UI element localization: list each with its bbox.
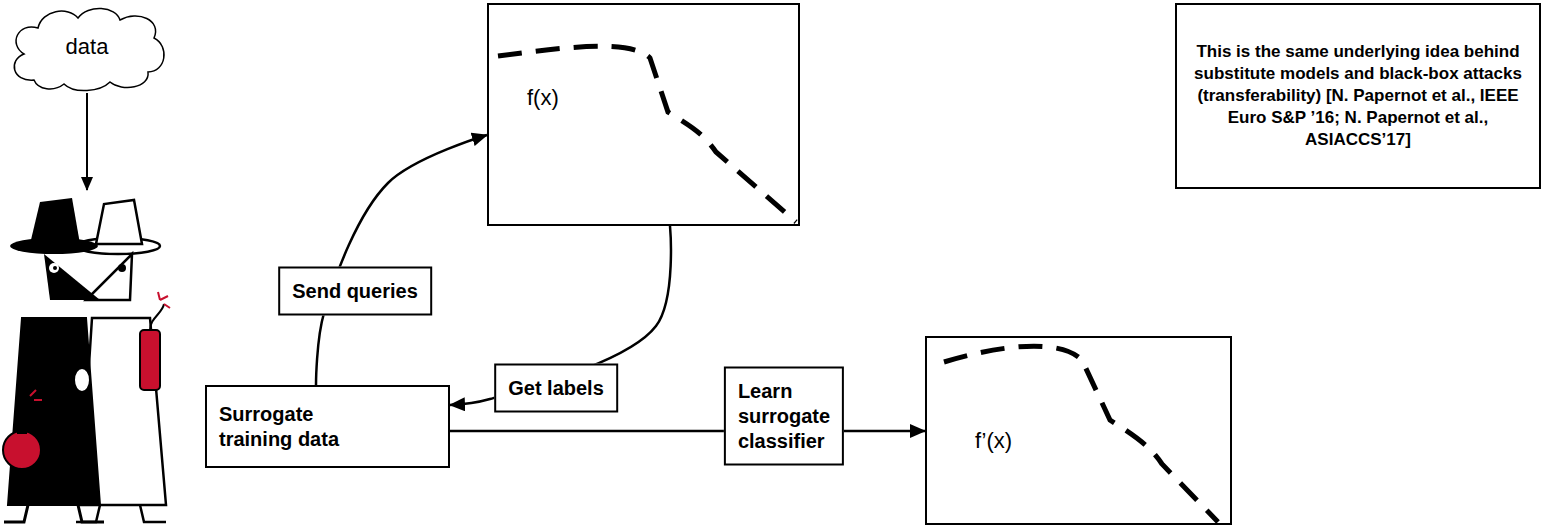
model-box: f(x) [487,3,800,226]
decision-curve [498,46,796,222]
edge-label-box: Get labels [494,364,618,413]
connector-arrow [316,135,487,385]
process-box: Surrogate training data [205,385,450,468]
connector-arrow [450,430,925,433]
node-text: Surrogate training data [219,402,369,452]
cloud-node: data [4,2,170,92]
node-text: data [66,34,109,60]
node-text: f’(x) [975,428,1230,454]
node-text: f(x) [527,85,798,111]
edge-label-box: Learn surrogate classifier [724,367,844,466]
node-text: This is the same underlying idea behind … [1185,41,1531,151]
edge-label-box: Send queries [278,267,432,316]
data-arrow [86,93,88,190]
model-box: f’(x) [925,336,1232,525]
spy-illustration [3,198,170,522]
note-box: This is the same underlying idea behind … [1175,3,1541,189]
